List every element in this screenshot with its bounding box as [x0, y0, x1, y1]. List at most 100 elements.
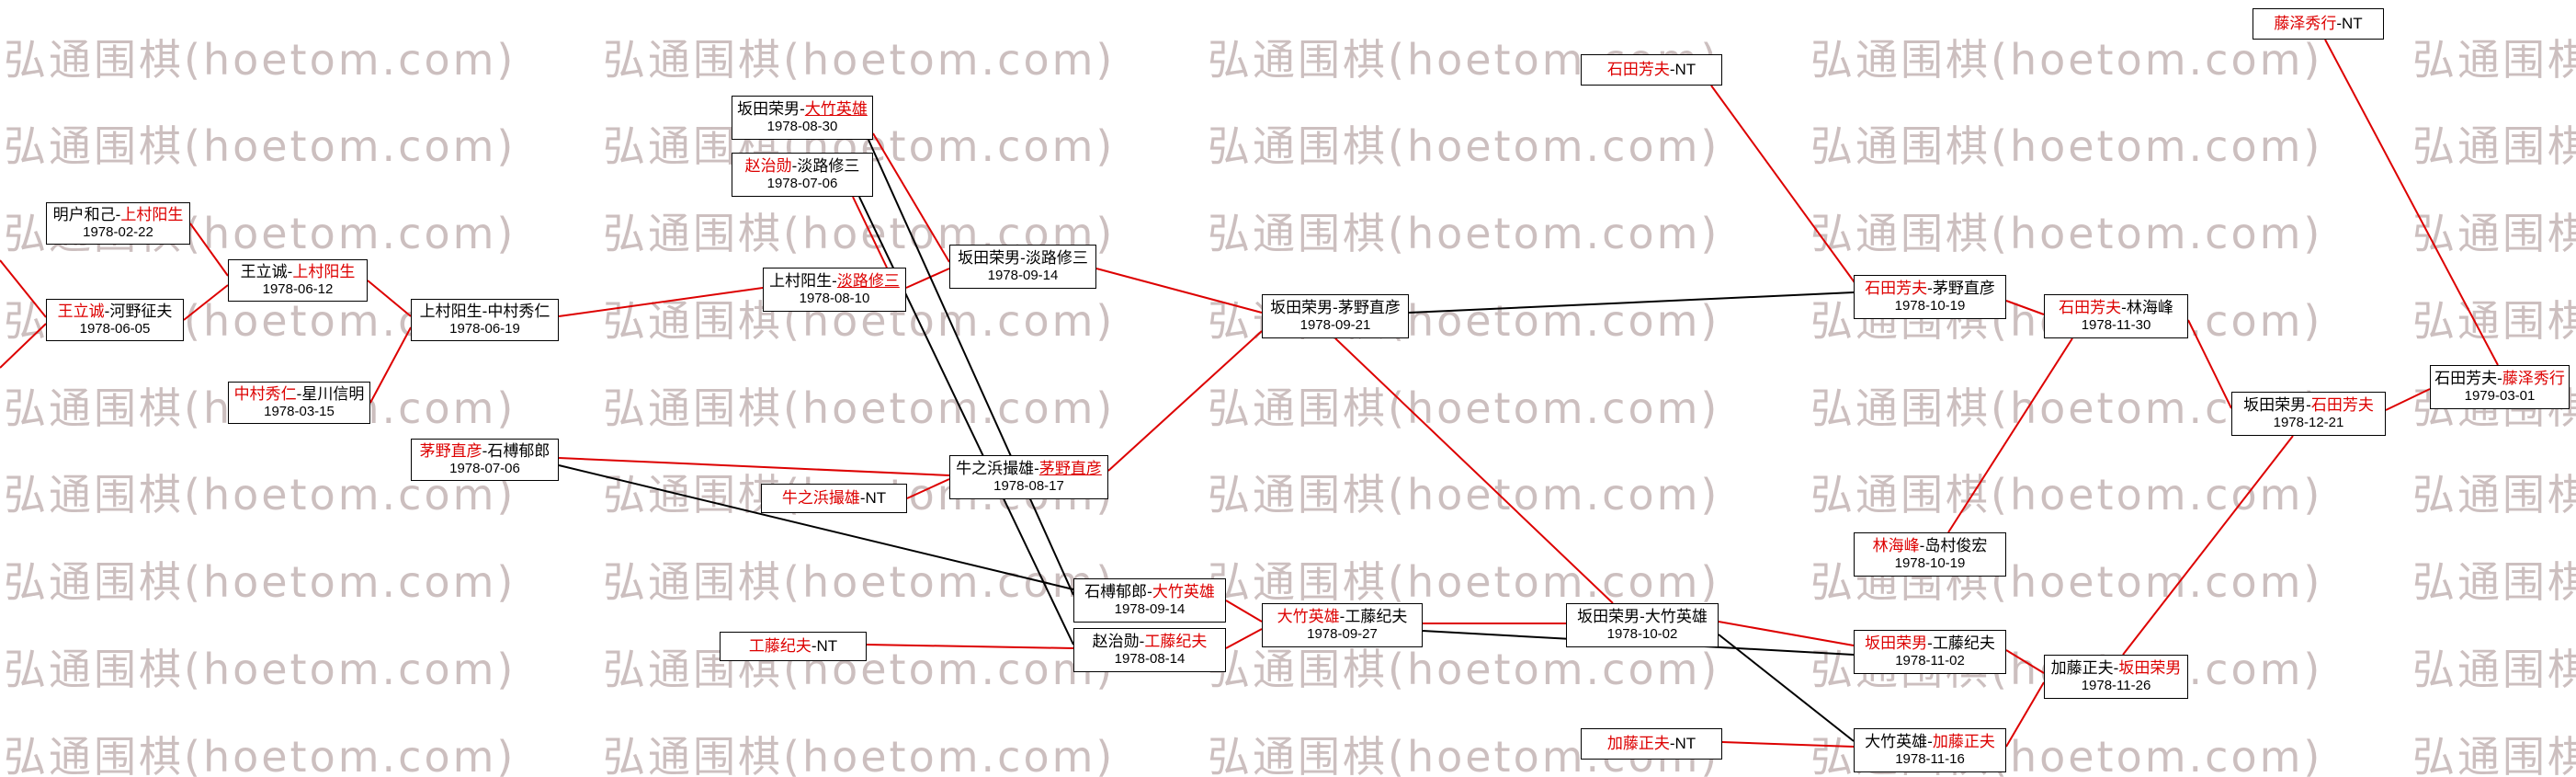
- match-node[interactable]: 加藤正夫-NT: [1581, 728, 1722, 760]
- edge-line: [2005, 649, 2045, 674]
- match-date: 1978-09-21: [1299, 317, 1371, 333]
- player-name: 明户和己-: [52, 206, 121, 223]
- match-date: 1978-09-14: [1114, 601, 1186, 617]
- watermark-text: 弘通围棋(hoetom.com): [2412, 209, 2576, 258]
- edge-line: [866, 644, 1074, 649]
- match-node[interactable]: 石田芳夫-NT: [1581, 54, 1722, 86]
- match-players: 加藤正夫-NT: [1607, 735, 1696, 753]
- watermark-text: 弘通围棋(hoetom.com): [1208, 557, 1720, 607]
- match-date: 1978-07-06: [766, 176, 838, 191]
- edge-line: [1225, 600, 1263, 623]
- edge-line: [1718, 634, 1855, 742]
- watermark-text: 弘通围棋(hoetom.com): [1810, 209, 2323, 258]
- player-name: 加藤正夫: [1606, 735, 1670, 752]
- edge-line: [2122, 435, 2294, 656]
- watermark-text: 弘通围棋(hoetom.com): [603, 383, 1116, 433]
- player-name: 坂田荣男: [2118, 659, 2182, 677]
- player-name: 上村阳生-: [769, 272, 837, 290]
- player-name: -岛村俊宏: [1919, 537, 1988, 554]
- player-name: -工藤纪夫: [1927, 634, 1995, 652]
- edge-line: [1721, 741, 1855, 748]
- edge-line: [183, 284, 229, 321]
- player-name: -星川信明: [296, 385, 365, 403]
- match-date: 1978-08-30: [766, 119, 838, 134]
- match-players: 石田芳夫-茅野直彦: [1865, 280, 1995, 298]
- match-date: 1978-10-19: [1894, 298, 1966, 314]
- match-date: 1978-06-12: [262, 281, 334, 297]
- watermark-text: 弘通围棋(hoetom.com): [2412, 296, 2576, 346]
- match-players: 王立诚-上村阳生: [241, 263, 356, 281]
- player-name: 王立诚: [57, 303, 105, 320]
- watermark-text: 弘通围棋(hoetom.com): [1208, 470, 1720, 520]
- player-name: -林海峰: [2121, 299, 2173, 316]
- player-name: 坂田荣男-大竹英雄: [1577, 608, 1708, 625]
- watermark-text: 弘通围棋(hoetom.com): [2412, 557, 2576, 607]
- watermark-text: 弘通围棋(hoetom.com): [4, 35, 516, 85]
- match-date: 1978-09-27: [1307, 626, 1378, 642]
- player-name: 加藤正夫: [1932, 733, 1995, 750]
- match-players: 林海峰-岛村俊宏: [1873, 537, 1988, 555]
- player-name: -石榑郁郎: [482, 442, 550, 460]
- match-date: 1978-10-19: [1894, 555, 1966, 571]
- match-node[interactable]: 牛之浜撮雄-NT: [761, 484, 907, 513]
- match-node[interactable]: 藤泽秀行-NT: [2253, 8, 2384, 40]
- match-date: 1978-08-14: [1114, 651, 1186, 667]
- edge-line: [369, 326, 412, 404]
- match-players: 中村秀仁-星川信明: [234, 385, 365, 404]
- player-name: -工藤纪夫: [1339, 608, 1408, 625]
- edge-line: [0, 259, 47, 318]
- match-players: 赵治勋-淡路修三: [745, 157, 860, 176]
- edge-line: [558, 457, 950, 476]
- player-name: 石田芳夫-: [2434, 370, 2502, 387]
- player-name: 石田芳夫: [2310, 396, 2374, 414]
- player-name: 坂田荣男-: [737, 100, 805, 118]
- match-date: 1978-08-17: [993, 478, 1064, 494]
- player-name: 淡路修三: [836, 272, 900, 290]
- match-players: 加藤正夫-坂田荣男: [2051, 659, 2182, 678]
- watermark-text: 弘通围棋(hoetom.com): [1810, 35, 2323, 85]
- match-date: 1978-07-06: [449, 461, 520, 476]
- player-name: 林海峰: [1872, 537, 1920, 554]
- edge-line: [1095, 268, 1263, 314]
- match-players: 坂田荣男-石田芳夫: [2243, 396, 2374, 415]
- player-name: 石田芳夫: [1865, 280, 1928, 297]
- match-players: 坂田荣男-淡路修三: [958, 249, 1088, 268]
- player-name: -淡路修三: [791, 157, 860, 175]
- watermark-text: 弘通围棋(hoetom.com): [1208, 209, 1720, 258]
- match-players: 明户和己-上村阳生: [53, 206, 184, 224]
- player-name: 工藤纪夫: [748, 637, 811, 655]
- match-date: 1979-03-01: [2464, 388, 2536, 404]
- edge-line: [2324, 39, 2499, 366]
- match-date: 1978-08-10: [799, 291, 870, 306]
- match-node[interactable]: 工藤纪夫-NT: [720, 632, 867, 661]
- player-name: 赵治勋-: [1092, 633, 1145, 650]
- player-name: -NT: [1669, 61, 1697, 78]
- player-name: 牛之浜撮雄-: [956, 460, 1039, 477]
- match-date: 1978-11-30: [2081, 317, 2151, 333]
- edge-line: [906, 478, 950, 499]
